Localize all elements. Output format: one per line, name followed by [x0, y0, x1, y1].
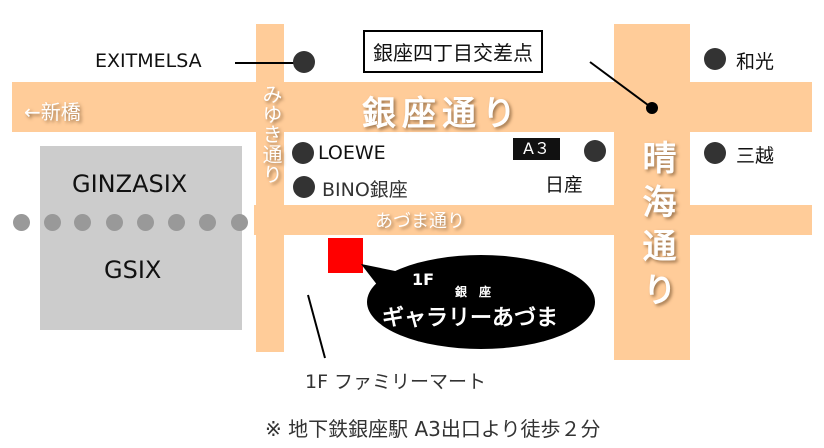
- intersection-label: 銀座四丁目交差点: [363, 30, 543, 73]
- wako-dot: [704, 48, 726, 70]
- mitsukoshi-label: 三越: [736, 145, 775, 167]
- azuma-dori-label: あづま通り: [375, 211, 465, 232]
- intersection-dot: [646, 102, 658, 114]
- ginza-dori-label: 銀座通り: [362, 94, 522, 134]
- harumi-dori-label: 晴海通り: [636, 140, 676, 316]
- wako-label: 和光: [736, 51, 775, 73]
- gallery-name: ギャラリーあづま: [382, 306, 559, 331]
- exit-a3-badge: A３: [513, 138, 560, 160]
- gallery-floor: 1F: [412, 270, 435, 289]
- nissan-label: 日産: [545, 174, 584, 196]
- azuma-dori-road: [254, 205, 812, 235]
- nissan-dot: [584, 140, 606, 162]
- shimbashi-label: ←新橋: [24, 100, 81, 124]
- exitmelsa-label: EXITMELSA: [95, 50, 202, 72]
- miyuki-dori-label: みゆき通り: [259, 84, 283, 184]
- gsix-label: GSIX: [104, 256, 162, 284]
- gallery-marker: [328, 238, 363, 273]
- exitmelsa-dot: [293, 51, 315, 73]
- bino-label: BINO銀座: [322, 179, 408, 201]
- harumi-dori-road: [614, 24, 690, 360]
- mitsukoshi-dot: [704, 142, 726, 164]
- loewe-dot: [292, 142, 314, 164]
- bino-dot: [293, 176, 315, 198]
- ginzasix-label: GINZASIX: [72, 170, 188, 198]
- exitmelsa-leader-line: [235, 62, 295, 64]
- miyuki-dori-road: [256, 24, 284, 352]
- gallery-area: 銀 座: [455, 285, 492, 299]
- loewe-label: LOEWE: [318, 142, 386, 164]
- footnote: ※ 地下鉄銀座駅 A3出口より徒歩２分: [265, 417, 601, 441]
- ginzasix-building: [40, 146, 242, 330]
- gallery-callout: [361, 255, 595, 349]
- familymart-label: 1F ファミリーマート: [305, 371, 487, 393]
